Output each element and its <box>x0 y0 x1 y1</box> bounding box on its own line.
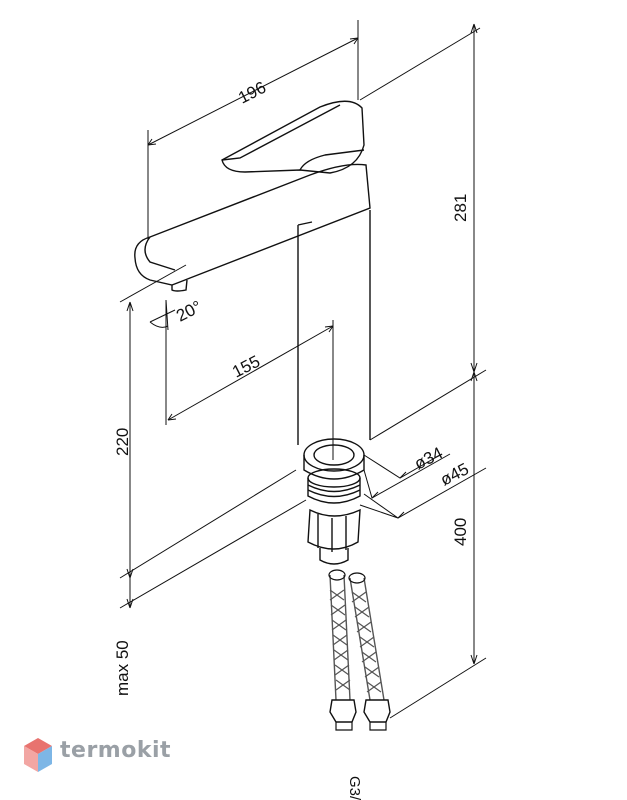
braided-hoses <box>328 569 391 731</box>
dim-hose-length: 400 <box>451 518 470 546</box>
dim-spout-angle: 20° <box>173 297 205 326</box>
dim-diameter-large: ø45 <box>437 459 472 489</box>
threaded-fitting <box>307 508 361 550</box>
body-column <box>297 210 371 445</box>
dimension-lines <box>119 20 487 719</box>
dim-spout-reach: 196 <box>235 78 269 108</box>
termokit-logo-icon <box>24 738 52 772</box>
mounting-nut <box>307 478 361 504</box>
base-flange <box>303 438 365 472</box>
dim-thread: G3/8 <box>346 776 363 800</box>
dim-axis-offset: 155 <box>229 352 263 382</box>
lever-handle <box>221 100 365 174</box>
spout <box>134 163 371 286</box>
faucet-body <box>134 100 371 565</box>
dim-spout-height: 220 <box>113 428 132 456</box>
brand-name: termokit <box>60 738 172 763</box>
dim-total-height: 281 <box>451 194 470 222</box>
dim-max-countertop: max 50 <box>113 640 132 696</box>
